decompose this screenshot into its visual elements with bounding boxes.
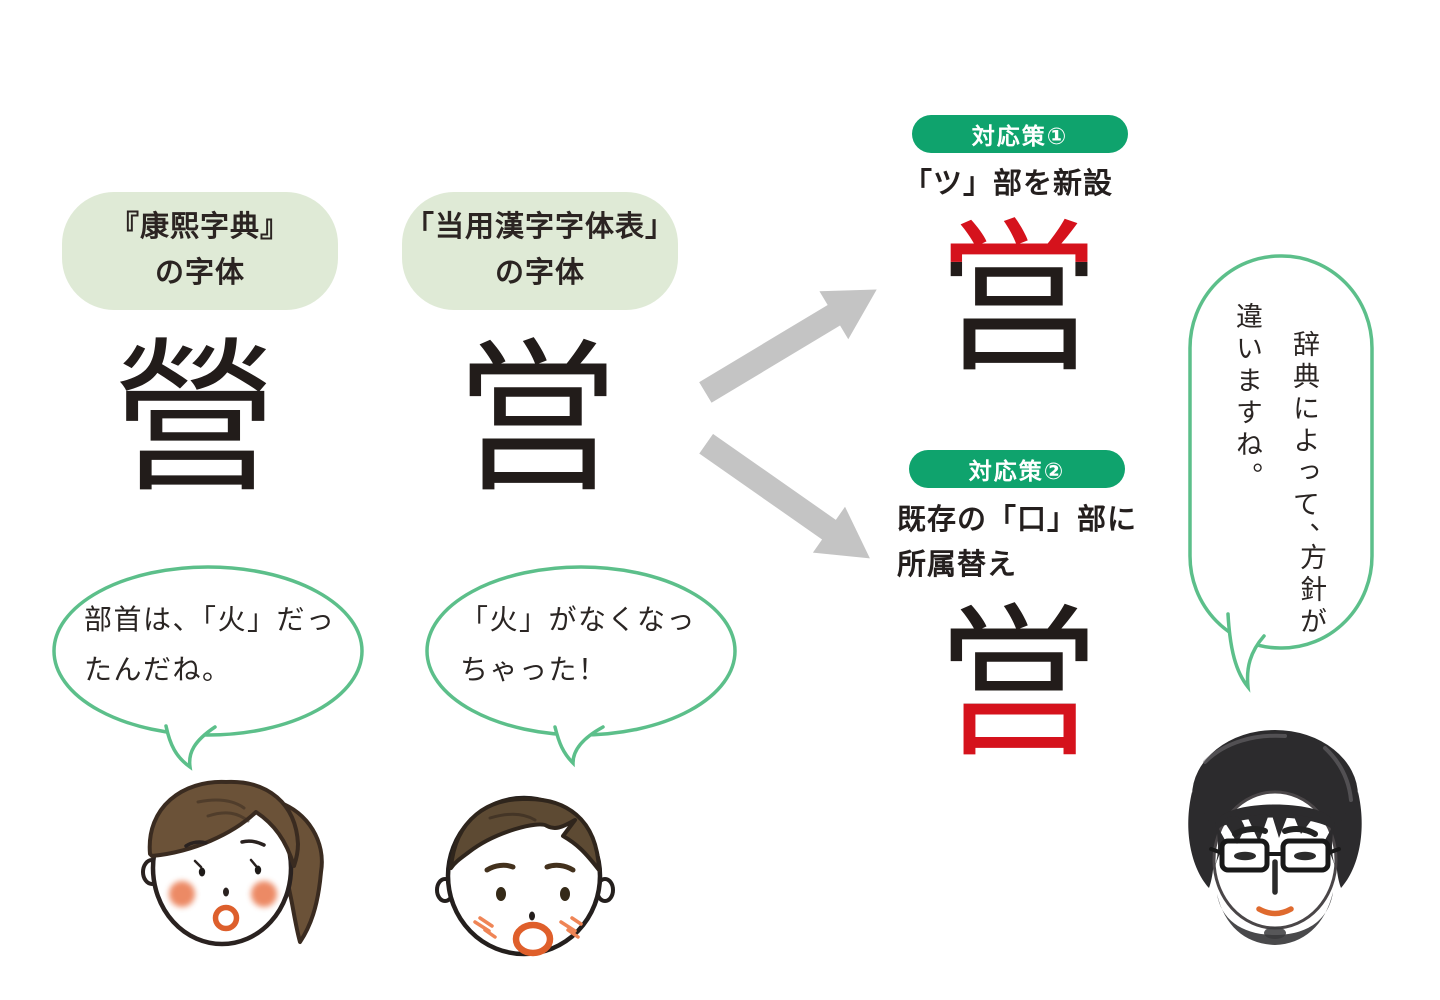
boy-speech-line1: 「火」がなくなっ — [460, 604, 697, 635]
strategy-1-glyph-red-part: 営 — [935, 209, 1101, 392]
girl-speech-line1: 部首は、「火」だっ — [84, 604, 336, 635]
strategy-2-glyph-red-part: 営 — [935, 594, 1101, 777]
man-speech-col1: 辞典によって、 — [1289, 330, 1319, 554]
kangxi-dictionary-suffix: の字体 — [154, 257, 245, 289]
boy-speech-text: 「火」がなくなっ ちゃった！ — [460, 595, 696, 695]
kangxi-dictionary-title: 『康熙字典』 — [109, 211, 290, 244]
girl-speech-bubble — [52, 565, 364, 771]
strategy-1-badge: 対応策① — [912, 115, 1128, 153]
strategy-1-glyph-red-crown: 営 営 — [928, 212, 1108, 390]
strategy-2-glyph-red-mouth: 営 営 — [928, 597, 1108, 775]
kangxi-glyph: 營 — [112, 329, 278, 512]
girl-speech-text: 部首は、「火」だっ たんだね。 — [84, 595, 336, 695]
strategy-1-glyph-black-part: 営 — [935, 209, 1101, 392]
toyo-kanji-table-pill: 「当用漢字字体表」 の字体 — [402, 192, 678, 310]
strategy-2-badge: 対応策② — [909, 450, 1125, 488]
arrow-up-right-icon — [699, 289, 877, 403]
man-speech-col3: 違いますね。 — [1232, 302, 1262, 494]
man-face — [1188, 730, 1362, 945]
toyo-kanji-table-title: 「当用漢字字体表」 — [404, 211, 675, 244]
boy-speech-line2: ちゃった！ — [460, 653, 608, 685]
strategy-2-glyph-black-part: 営 — [935, 594, 1101, 777]
strategy-1-description: 「ツ」部を新設 — [903, 168, 1114, 200]
toyo-glyph: 営 — [454, 329, 620, 512]
toyo-kanji-table-suffix: の字体 — [494, 257, 585, 289]
boy-speech-bubble — [425, 565, 737, 768]
girl-speech-line2: たんだね。 — [84, 653, 232, 685]
strategy-2-description: 既存の「口」部に 所属替え — [897, 498, 1137, 588]
boy-face — [435, 795, 615, 957]
man-speech-col2: 方針が — [1296, 543, 1326, 639]
arrow-down-right-icon — [699, 433, 870, 559]
girl-face — [141, 779, 324, 947]
kangxi-dictionary-pill: 『康熙字典』 の字体 — [62, 192, 338, 310]
strategy-2-description-line1: 既存の「口」部に — [897, 504, 1138, 536]
man-speech-bubble — [1188, 254, 1374, 693]
strategy-2-description-line2: 所属替え — [897, 548, 1018, 581]
